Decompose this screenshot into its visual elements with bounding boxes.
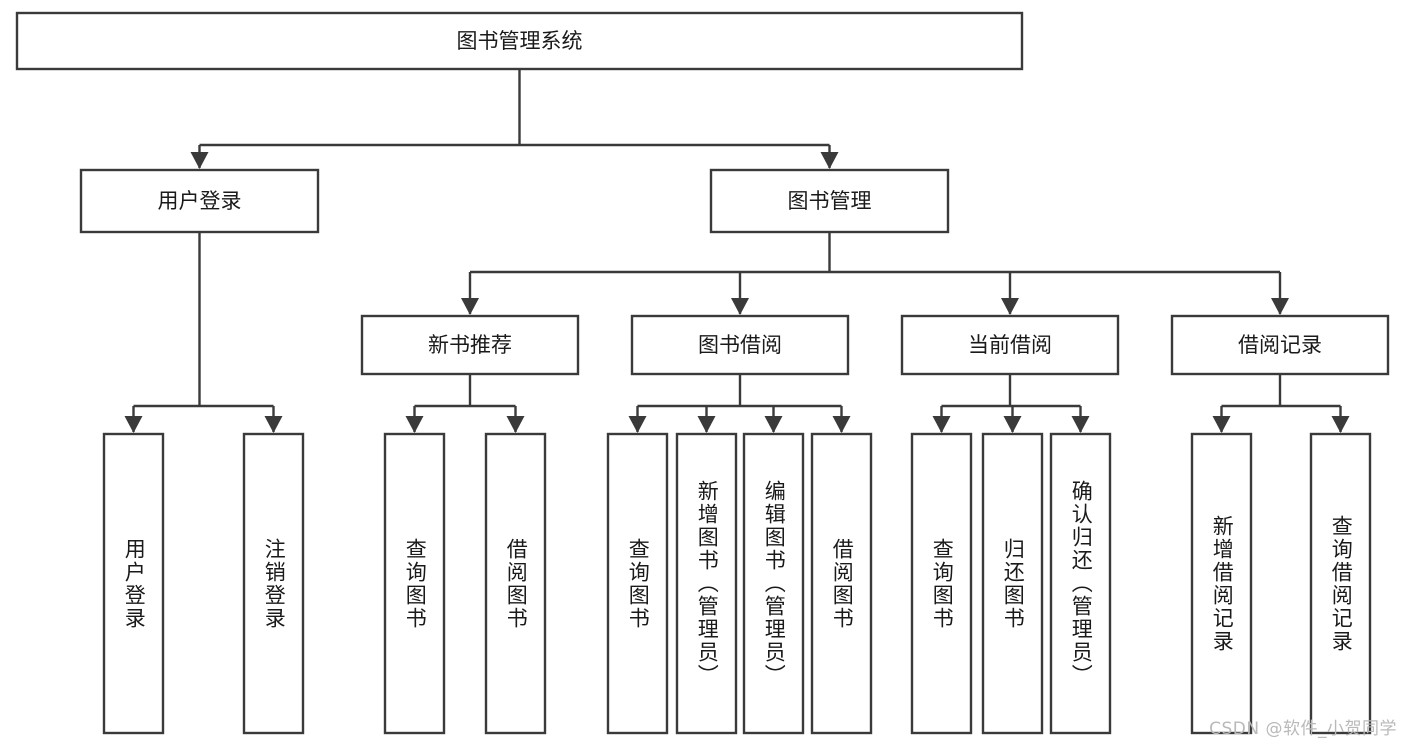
arrow-head-icon xyxy=(1331,416,1350,433)
arrow-head-icon xyxy=(820,152,839,169)
arrow-head-icon xyxy=(628,416,647,433)
node-level3-3[interactable] xyxy=(1170,314,1390,376)
node-level3-2[interactable] xyxy=(900,314,1120,376)
node-leaf-4[interactable] xyxy=(606,432,669,735)
node-leaf-11[interactable] xyxy=(1190,432,1253,735)
node-leaf-0[interactable] xyxy=(102,432,165,735)
arrow-head-icon xyxy=(264,416,283,433)
node-leaf-9[interactable] xyxy=(981,432,1044,735)
node-level3-3-label: 借阅记录 xyxy=(1238,333,1322,357)
node-level3-1-label: 图书借阅 xyxy=(698,333,782,357)
arrow-head-icon xyxy=(461,298,479,315)
node-leaf-5[interactable] xyxy=(675,432,738,735)
node-level3-1[interactable] xyxy=(630,314,850,376)
node-leaf-1[interactable] xyxy=(242,432,305,735)
node-level2-0-label: 用户登录 xyxy=(158,189,242,213)
node-leaf-6[interactable] xyxy=(742,432,805,735)
node-level3-0[interactable] xyxy=(360,314,580,376)
node-level3-2-label: 当前借阅 xyxy=(968,333,1052,357)
node-leaf-7[interactable] xyxy=(810,432,873,735)
node-leaf-2[interactable] xyxy=(383,432,446,735)
node-leaf-3[interactable] xyxy=(484,432,547,735)
arrow-head-icon xyxy=(731,298,749,315)
node-root-label: 图书管理系统 xyxy=(457,29,583,53)
arrow-head-icon xyxy=(1212,416,1231,433)
arrow-head-icon xyxy=(1003,416,1022,433)
node-level2-1-label: 图书管理 xyxy=(788,189,872,213)
csdn-watermark: CSDN @软件_小贺同学 xyxy=(1209,719,1397,739)
arrow-head-icon xyxy=(506,416,525,433)
arrow-head-icon xyxy=(697,416,716,433)
node-root[interactable] xyxy=(15,11,1024,71)
arrow-head-icon xyxy=(1271,298,1289,315)
arrow-head-icon xyxy=(1071,416,1090,433)
connector-links-layer xyxy=(124,69,1350,433)
node-level2-1[interactable] xyxy=(709,168,950,234)
node-level3-0-label: 新书推荐 xyxy=(428,333,512,357)
node-leaf-8[interactable] xyxy=(910,432,973,735)
arrow-head-icon xyxy=(1001,298,1019,315)
arrow-head-icon xyxy=(832,416,851,433)
node-leaf-12[interactable] xyxy=(1309,432,1372,735)
arrow-head-icon xyxy=(932,416,951,433)
arrow-head-icon xyxy=(405,416,424,433)
node-leaf-10[interactable] xyxy=(1049,432,1112,735)
arrow-head-icon xyxy=(190,152,209,169)
arrow-head-icon xyxy=(764,416,783,433)
arrow-head-icon xyxy=(124,416,143,433)
node-level2-0[interactable] xyxy=(79,168,320,234)
